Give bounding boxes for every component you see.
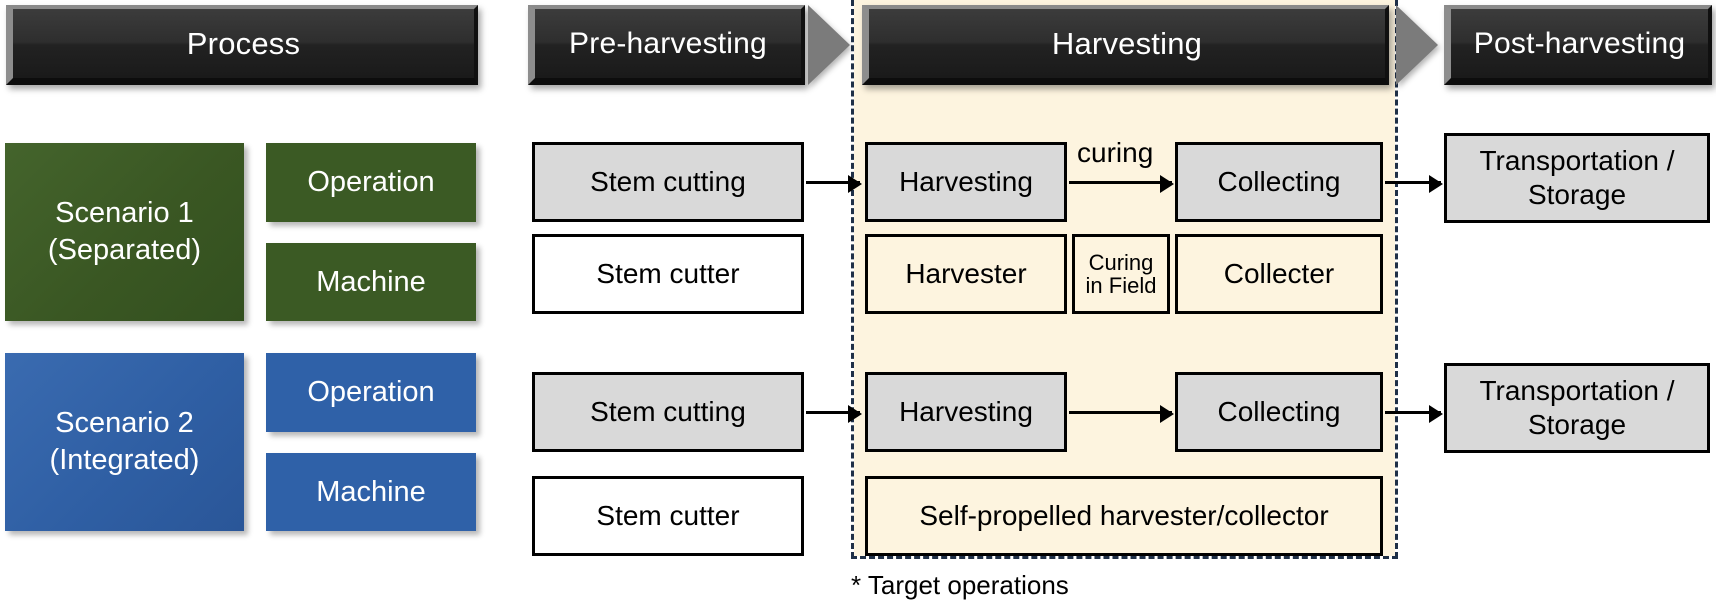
mc-s1-collecter: Collecter [1175, 234, 1383, 314]
op-s1-collecting: Collecting [1175, 142, 1383, 222]
phase-header-pre-harvesting: Pre-harvesting [528, 5, 805, 85]
op-s1-harvesting-label: Harvesting [899, 166, 1033, 198]
phase-arrow-pre-to-harvest-icon [808, 5, 850, 85]
mc-s1-harvester-label: Harvester [905, 258, 1027, 290]
arrow-s1-harvesting-to-collecting [1069, 175, 1174, 193]
op-s1-transportation-storage: Transportation / Storage [1444, 133, 1710, 223]
scenario-2-qualifier: (Integrated) [49, 444, 200, 476]
mc-s2-self-propelled-harvester-collector: Self-propelled harvester/collector [865, 476, 1383, 556]
op-s1-transport-line1: Transportation / [1479, 145, 1675, 177]
row-label-machine-s2-text: Machine [316, 475, 426, 508]
op-s2-harvesting-label: Harvesting [899, 396, 1033, 428]
edge-label-curing: curing [1077, 137, 1154, 168]
arrow-s1-stemcutting-to-harvesting [806, 175, 862, 193]
op-s1-transport-line2: Storage [1527, 179, 1627, 210]
phase-header-process-label: Process [13, 9, 474, 78]
harvesting-zone-bottom-boundary [851, 556, 1398, 559]
phase-header-post-harvesting: Post-harvesting [1444, 5, 1712, 85]
row-label-operation-s1: Operation [266, 143, 476, 222]
harvesting-zone-left-boundary [851, 0, 854, 558]
mc-s1-curing-in-field: Curing in Field [1072, 234, 1170, 314]
harvesting-zone-right-boundary [1395, 0, 1398, 558]
scenario-2-text: Scenario 2 (Integrated) [50, 405, 200, 479]
mc-s2-stem-cutter: Stem cutter [532, 476, 804, 556]
footnote-target-operations: * Target operations [851, 570, 1069, 600]
phase-header-harvesting: Harvesting [862, 5, 1389, 85]
mc-s1-stem-cutter-label: Stem cutter [596, 258, 740, 290]
arrow-s2-harvesting-to-collecting [1069, 405, 1174, 423]
op-s2-collecting-label: Collecting [1217, 396, 1341, 428]
arrow-s2-collecting-to-transport [1385, 405, 1443, 423]
op-s1-harvesting: Harvesting [865, 142, 1067, 222]
mc-s1-harvester: Harvester [865, 234, 1067, 314]
mc-s1-curing-text: Curing in Field [1086, 251, 1157, 297]
scenario-1-qualifier: (Separated) [47, 234, 202, 266]
mc-s1-curing-line2: in Field [1085, 273, 1157, 298]
phase-arrow-harvest-to-post-icon [1396, 5, 1438, 85]
op-s2-stem-cutting-label: Stem cutting [590, 396, 746, 428]
row-label-operation-s1-text: Operation [307, 166, 435, 198]
op-s2-transport-line2: Storage [1527, 409, 1627, 440]
scenario-1-text: Scenario 1 (Separated) [48, 195, 201, 269]
scenario-1-block: Scenario 1 (Separated) [5, 143, 244, 321]
mc-s1-stem-cutter: Stem cutter [532, 234, 804, 314]
phase-header-post-harvesting-label: Post-harvesting [1451, 9, 1708, 78]
op-s1-transport-text: Transportation / Storage [1479, 144, 1674, 211]
mc-s2-self-propelled-label: Self-propelled harvester/collector [919, 500, 1329, 532]
mc-s1-curing-line1: Curing [1088, 249, 1154, 275]
op-s2-transportation-storage: Transportation / Storage [1444, 363, 1710, 453]
row-label-operation-s2: Operation [266, 353, 476, 432]
phase-header-pre-harvesting-label: Pre-harvesting [535, 9, 801, 78]
row-label-machine-s2: Machine [266, 453, 476, 531]
mc-s1-collecter-label: Collecter [1223, 258, 1335, 290]
op-s2-collecting: Collecting [1175, 372, 1383, 452]
op-s2-transport-line1: Transportation / [1479, 375, 1675, 407]
op-s2-harvesting: Harvesting [865, 372, 1067, 452]
phase-header-harvesting-label: Harvesting [869, 9, 1385, 78]
row-label-operation-s2-text: Operation [307, 376, 435, 408]
op-s1-stem-cutting: Stem cutting [532, 142, 804, 222]
scenario-1-name: Scenario 1 [55, 196, 194, 229]
phase-header-process: Process [6, 5, 478, 85]
op-s1-stem-cutting-label: Stem cutting [590, 166, 746, 198]
mc-s2-stem-cutter-label: Stem cutter [596, 500, 740, 532]
op-s2-stem-cutting: Stem cutting [532, 372, 804, 452]
scenario-2-block: Scenario 2 (Integrated) [5, 353, 244, 531]
row-label-machine-s1: Machine [266, 243, 476, 321]
op-s1-collecting-label: Collecting [1217, 166, 1341, 198]
scenario-2-name: Scenario 2 [55, 406, 194, 439]
op-s2-transport-text: Transportation / Storage [1479, 374, 1674, 441]
arrow-s2-stemcutting-to-harvesting [806, 405, 862, 423]
arrow-s1-collecting-to-transport [1385, 175, 1443, 193]
row-label-machine-s1-text: Machine [316, 265, 426, 298]
